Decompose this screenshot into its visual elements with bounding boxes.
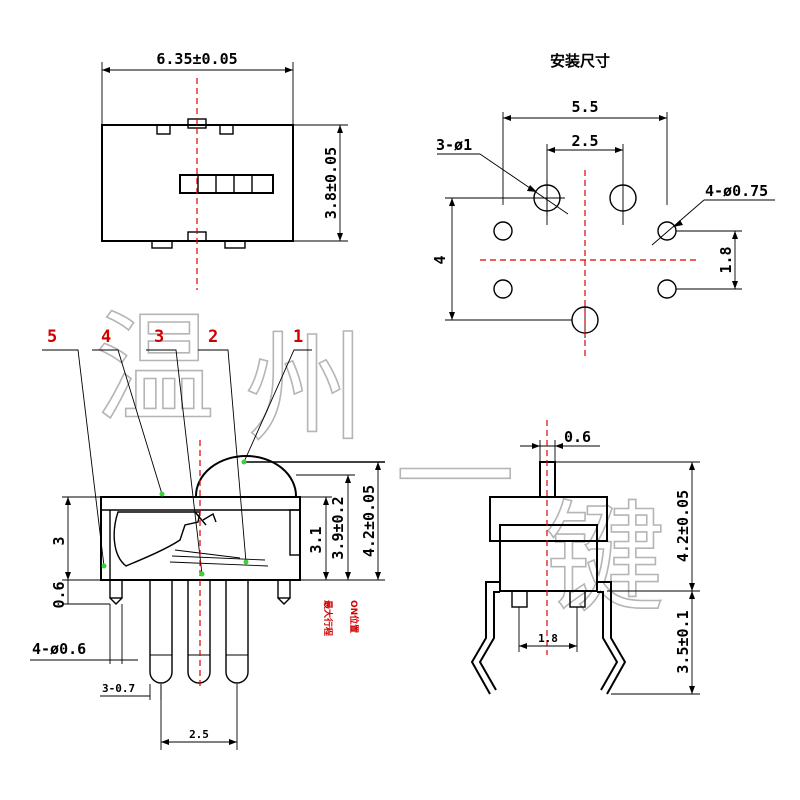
callout-1: 1 xyxy=(293,327,303,347)
pin-hole xyxy=(657,279,677,299)
callout-4: 4 xyxy=(101,327,111,347)
top-width-dimension: 6.35±0.05 xyxy=(156,50,237,68)
hole-label-3: 3-ø1 xyxy=(436,136,472,154)
callout-3: 3 xyxy=(154,327,164,347)
callout-2: 2 xyxy=(208,327,218,347)
terminal-pin xyxy=(187,580,211,684)
mount-hole xyxy=(609,184,637,212)
front-view: 0.6 1.8 4.2±0.05 3.5±0.1 xyxy=(470,420,700,695)
note-max-travel: 最大行程 xyxy=(322,600,334,636)
dim-1-8: 1.8 xyxy=(717,246,735,273)
watermark-char-3: 一 xyxy=(395,410,515,549)
mounting-title: 安装尺寸 xyxy=(550,52,610,70)
dim-5-5: 5.5 xyxy=(571,98,598,116)
pin-hole xyxy=(493,279,513,299)
terminal-pin xyxy=(225,580,249,684)
watermark: 温 州 一 键 xyxy=(94,299,666,630)
dim-front-3-5: 3.5±0.1 xyxy=(674,610,692,673)
dim-front-4-2: 4.2±0.05 xyxy=(674,490,692,562)
pin-diameter-label: 4-ø0.6 xyxy=(32,640,86,658)
top-view: 6.35±0.05 3.8±0.05 xyxy=(101,50,348,290)
watermark-char-2: 州 xyxy=(245,320,365,459)
dim-front-1-8: 1.8 xyxy=(538,632,558,645)
dim-side-3-1: 3.1 xyxy=(307,526,325,553)
actuator-slot xyxy=(179,174,274,194)
side-view: 5 4 3 2 1 xyxy=(30,327,385,750)
watermark-char-4: 键 xyxy=(545,490,665,629)
dim-side-3-9: 3.9±0.2 xyxy=(329,496,347,559)
dim-4: 4 xyxy=(431,255,449,264)
dim-side-4-2: 4.2±0.05 xyxy=(360,485,378,557)
hole-label-4: 4-ø0.75 xyxy=(705,182,768,200)
dim-front-0-6: 0.6 xyxy=(564,428,591,446)
dim-side-3: 3 xyxy=(50,536,68,545)
dim-2-5: 2.5 xyxy=(571,132,598,150)
note-on-position: ON位置 xyxy=(348,600,360,633)
watermark-char-1: 温 xyxy=(95,300,215,439)
dim-side-0-6: 0.6 xyxy=(50,581,68,608)
callout-5: 5 xyxy=(47,327,57,347)
pin-hole xyxy=(493,221,513,241)
top-height-dimension: 3.8±0.05 xyxy=(322,147,340,219)
actuator-dome xyxy=(195,455,297,497)
front-body xyxy=(499,524,598,592)
pin-width-label: 3-0.7 xyxy=(102,682,135,695)
mounting-footprint: 安装尺寸 5.5 2.5 3-ø1 xyxy=(431,52,775,360)
terminal-pin xyxy=(149,580,173,684)
pin-pitch: 2.5 xyxy=(189,728,209,741)
internal-slider xyxy=(113,511,201,567)
